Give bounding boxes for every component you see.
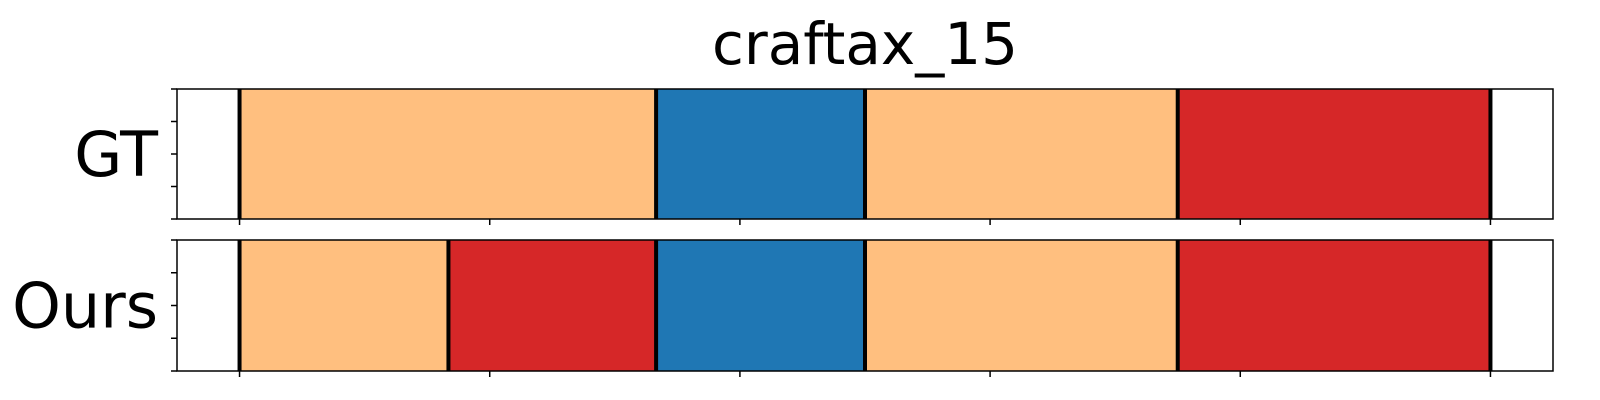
panel-ours: Ours [12,239,1554,377]
segment-blue [656,240,865,371]
segment-blue [656,89,865,219]
chart-title: craftax_15 [712,10,1018,78]
segment-orange [239,240,449,371]
segment-red [1177,89,1491,219]
row-label-ours: Ours [12,270,158,343]
row-label-gt: GT [74,118,159,191]
panel-gt: GT [74,88,1554,225]
segment-orange [865,240,1178,371]
segment-orange [865,89,1178,219]
segment-red [1177,240,1491,371]
segment-red [448,240,657,371]
segment-orange [239,89,657,219]
